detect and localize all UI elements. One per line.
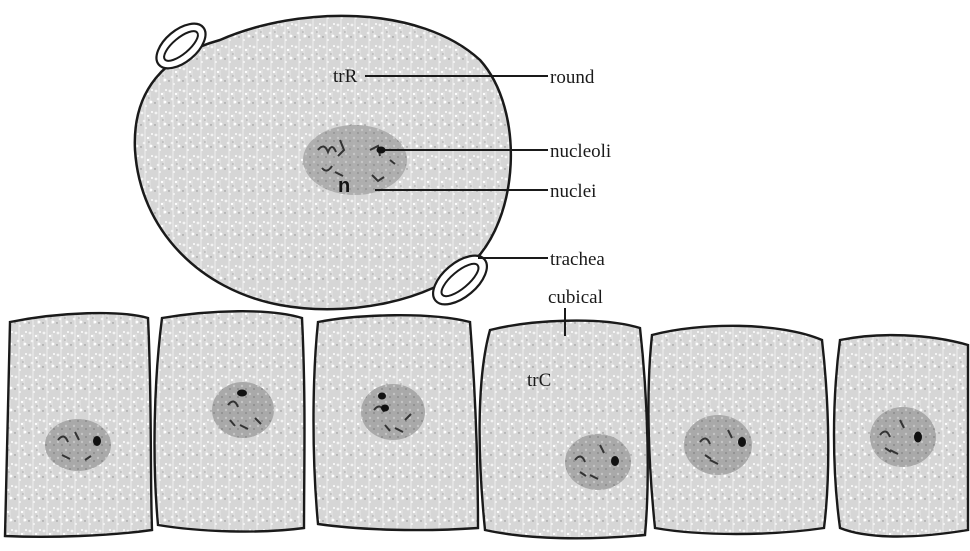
cubical-cell-label: trC bbox=[527, 370, 551, 391]
cubical-nucleus-5 bbox=[684, 415, 752, 475]
cubical-cell-row bbox=[5, 311, 968, 538]
cubical-cell-4 bbox=[480, 321, 648, 539]
round-cell-label: trR bbox=[333, 66, 358, 87]
round-cell-nucleus bbox=[303, 125, 407, 195]
round-cell bbox=[135, 15, 511, 313]
cubical-nucleus-2 bbox=[212, 382, 274, 438]
cubical-nucleus-3 bbox=[361, 384, 425, 440]
cubical-nucleus-1 bbox=[45, 419, 111, 471]
nucleolus-dot bbox=[377, 147, 386, 154]
cubical-nucleus-4 bbox=[565, 434, 631, 490]
callout-nucleoli: nucleoli bbox=[550, 141, 611, 162]
callout-round: round bbox=[550, 67, 595, 88]
cubical-nucleus-6 bbox=[870, 407, 936, 467]
callout-nuclei: nuclei bbox=[550, 181, 596, 202]
nucleus-label: n bbox=[338, 175, 350, 197]
callout-trachea: trachea bbox=[550, 249, 605, 270]
callout-cubical: cubical bbox=[548, 287, 603, 308]
